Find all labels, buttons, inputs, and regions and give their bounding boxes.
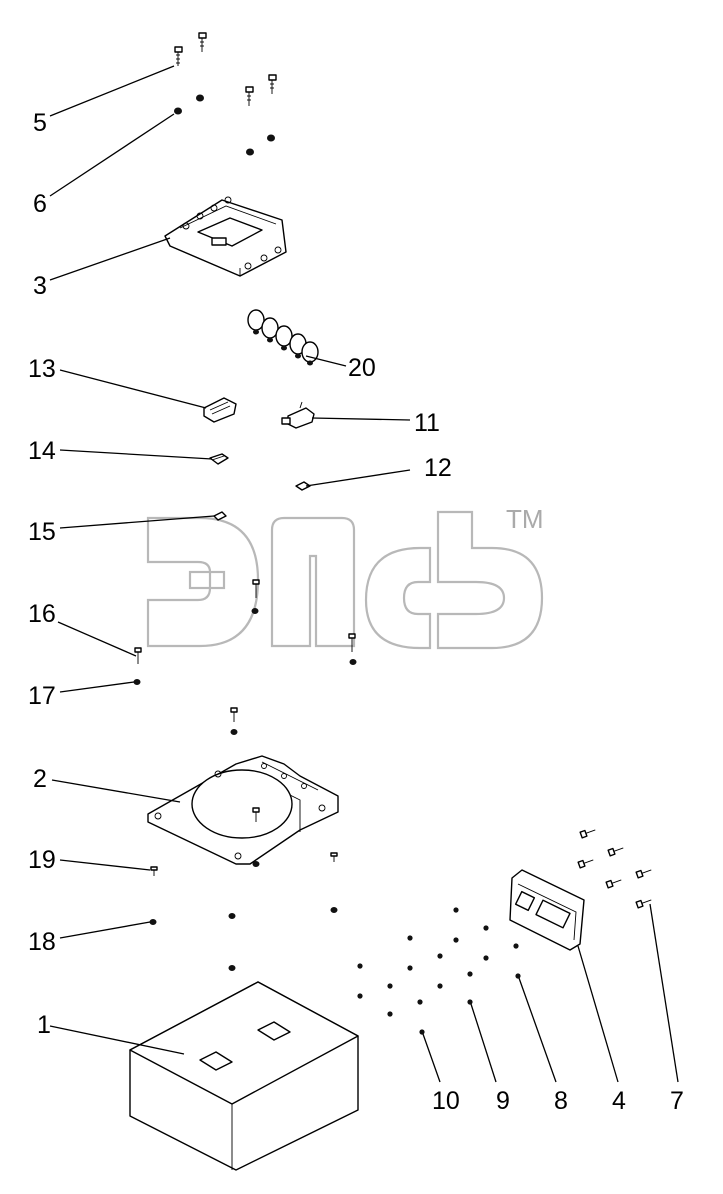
callout-14: 14 bbox=[28, 437, 56, 465]
callout-16: 16 bbox=[28, 600, 56, 628]
callout-7: 7 bbox=[670, 1087, 684, 1115]
callout-numbers: 5 6 3 20 13 11 14 12 15 16 17 2 19 18 1 … bbox=[28, 109, 684, 1115]
control-unit-3 bbox=[164, 196, 287, 277]
callout-20: 20 bbox=[348, 354, 376, 382]
callout-2: 2 bbox=[33, 765, 47, 793]
callout-13: 13 bbox=[28, 355, 56, 383]
mounting-plate-2 bbox=[147, 755, 339, 865]
screws-7 bbox=[577, 829, 652, 909]
housing-box-1 bbox=[129, 981, 359, 1171]
fasteners-below-plate bbox=[149, 852, 338, 971]
bolt-16 bbox=[134, 647, 142, 664]
callout-3: 3 bbox=[33, 272, 47, 300]
part-15 bbox=[213, 511, 227, 521]
callout-9: 9 bbox=[496, 1087, 510, 1115]
nuts-6 bbox=[174, 94, 275, 156]
nut-17 bbox=[133, 679, 141, 685]
callout-11: 11 bbox=[414, 409, 440, 437]
callout-4: 4 bbox=[612, 1087, 626, 1115]
rings-20 bbox=[247, 309, 319, 366]
connector-13 bbox=[203, 397, 237, 423]
display-panel-4 bbox=[509, 869, 585, 951]
callout-15: 15 bbox=[28, 518, 56, 546]
callout-5: 5 bbox=[33, 109, 47, 137]
callout-19: 19 bbox=[28, 846, 56, 874]
washers-8-9-10 bbox=[357, 907, 521, 1035]
bolt-plate-top bbox=[230, 707, 238, 735]
callout-10: 10 bbox=[432, 1087, 460, 1115]
bolts-5 bbox=[174, 32, 277, 106]
watermark-logo: TM bbox=[146, 504, 544, 650]
callout-18: 18 bbox=[28, 928, 56, 956]
callout-1: 1 bbox=[37, 1011, 51, 1039]
callout-6: 6 bbox=[33, 190, 47, 218]
leader-lines bbox=[49, 65, 679, 1083]
clip-14 bbox=[209, 453, 229, 465]
callout-17: 17 bbox=[28, 682, 56, 710]
plug-11 bbox=[281, 401, 315, 429]
callout-12: 12 bbox=[424, 454, 452, 482]
bolts-mid bbox=[251, 579, 357, 665]
callout-8: 8 bbox=[554, 1087, 568, 1115]
watermark-tm: TM bbox=[506, 504, 544, 534]
